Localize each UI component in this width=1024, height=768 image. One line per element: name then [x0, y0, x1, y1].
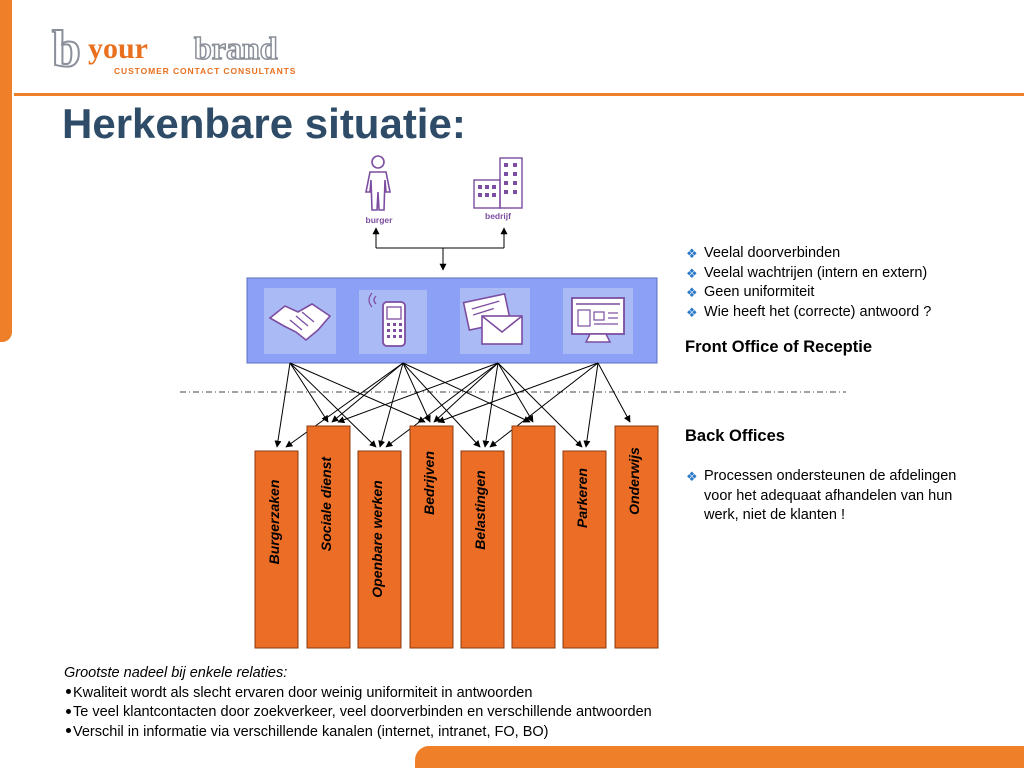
- disadvantage-text: Kwaliteit wordt als slecht ervaren door …: [73, 684, 533, 701]
- logo-letter-b: b: [51, 21, 82, 78]
- office-label-belastingen: Belastingen: [472, 470, 488, 550]
- mobile-phone-icon: [359, 290, 427, 354]
- bullet-text-line: voor het adequaat afhandelen van hun: [704, 487, 953, 504]
- office-box-unnamed: [511, 425, 556, 649]
- diamond-bullet-icon: ❖: [686, 246, 698, 261]
- office-box-parkeren: [562, 450, 607, 649]
- office-label-bedrijven: Bedrijven: [421, 451, 437, 515]
- bedrijf-label: bedrijf: [485, 211, 511, 221]
- back-office-bullet: ❖ Processen ondersteunen de afdelingen v…: [686, 467, 1016, 526]
- bullet-dot-icon: [66, 728, 71, 734]
- bullet-item: ❖ Veelal wachtrijen (intern en extern): [686, 264, 1006, 284]
- bullet-item: ❖ Geen uniformiteit: [686, 283, 1006, 303]
- bullet-text: Veelal wachtrijen (intern en extern): [704, 264, 928, 281]
- disadvantage-item: Verschil in informatie via verschillende…: [64, 723, 784, 743]
- office-box-openbare-werken: [357, 450, 402, 649]
- diamond-bullet-icon: ❖: [686, 285, 698, 300]
- diamond-bullet-icon: ❖: [686, 304, 698, 320]
- back-office-boxes: [254, 425, 659, 649]
- bullet-text-line: Processen ondersteunen de afdelingen: [704, 468, 957, 484]
- person-icon: [365, 155, 391, 211]
- office-label-sociale-dienst: Sociale dienst: [318, 456, 334, 552]
- footer-accent-bar: [415, 746, 1024, 768]
- bullet-text: Wie heeft het (correcte) antwoord ?: [704, 303, 932, 320]
- actor-connector: [372, 227, 508, 271]
- office-label-unnamed: [523, 428, 543, 548]
- office-label-onderwijs: Onderwijs: [626, 447, 642, 515]
- building-icon: [473, 157, 523, 209]
- front-office-heading: Front Office of Receptie: [685, 338, 873, 356]
- diamond-bullet-icon: ❖: [686, 469, 698, 484]
- bullet-text: Geen uniformiteit: [704, 284, 815, 300]
- mail-icon: [460, 288, 530, 354]
- bullet-item: ❖ Wie heeft het (correcte) antwoord ?: [686, 303, 1006, 323]
- office-box-burgerzaken: [254, 450, 299, 649]
- logo-tagline: CUSTOMER CONTACT CONSULTANTS: [114, 66, 297, 76]
- bullet-dot-icon: [66, 708, 71, 714]
- bullet-text-block: Processen ondersteunen de afdelingen voo…: [704, 467, 956, 526]
- office-label-burgerzaken: Burgerzaken: [266, 479, 282, 565]
- disadvantage-text: Te veel klantcontacten door zoekverkeer,…: [73, 704, 652, 720]
- handshake-icon: [264, 288, 336, 354]
- logo-word-your: your: [88, 32, 148, 65]
- logo-word-brand: brand: [193, 30, 278, 66]
- disadvantage-item: Kwaliteit wordt als slecht ervaren door …: [64, 684, 784, 704]
- front-office-bullet-list: ❖ Veelal doorverbinden ❖ Veelal wachtrijen…: [686, 244, 1006, 322]
- website-icon: [563, 288, 633, 354]
- bullet-item: ❖ Veelal doorverbinden: [686, 244, 1006, 264]
- company-logo: b your brand CUSTOMER CONTACT CONSULTANT…: [51, 23, 342, 80]
- disadvantages-block: Grootste nadeel bij enkele relaties: Kwa…: [64, 664, 784, 742]
- office-box-onderwijs: [614, 425, 659, 649]
- back-offices-heading: Back Offices: [685, 427, 785, 445]
- bullet-text-line: werk, niet de klanten !: [704, 507, 846, 523]
- office-box-sociale-dienst: [306, 425, 351, 649]
- bullet-text: Veelal doorverbinden: [704, 245, 841, 261]
- disadvantage-text: Verschil in informatie via verschillende…: [73, 723, 549, 740]
- page-title: Herkenbare situatie:: [62, 100, 466, 147]
- bullet-item: ❖ Processen ondersteunen de afdelingen v…: [686, 467, 1016, 526]
- burger-label: burger: [366, 215, 394, 225]
- bullet-dot-icon: [66, 689, 71, 695]
- office-box-belastingen: [460, 450, 505, 649]
- header-divider: [14, 93, 1024, 96]
- disadvantages-intro: Grootste nadeel bij enkele relaties:: [64, 665, 288, 681]
- diamond-bullet-icon: ❖: [686, 265, 698, 281]
- routing-arrows: [274, 362, 631, 448]
- office-box-bedrijven: [409, 425, 454, 649]
- office-label-openbare-werken: Openbare werken: [369, 480, 385, 598]
- left-accent-bar: [0, 0, 12, 342]
- office-label-parkeren: Parkeren: [574, 468, 590, 528]
- disadvantage-item: Te veel klantcontacten door zoekverkeer,…: [64, 703, 784, 723]
